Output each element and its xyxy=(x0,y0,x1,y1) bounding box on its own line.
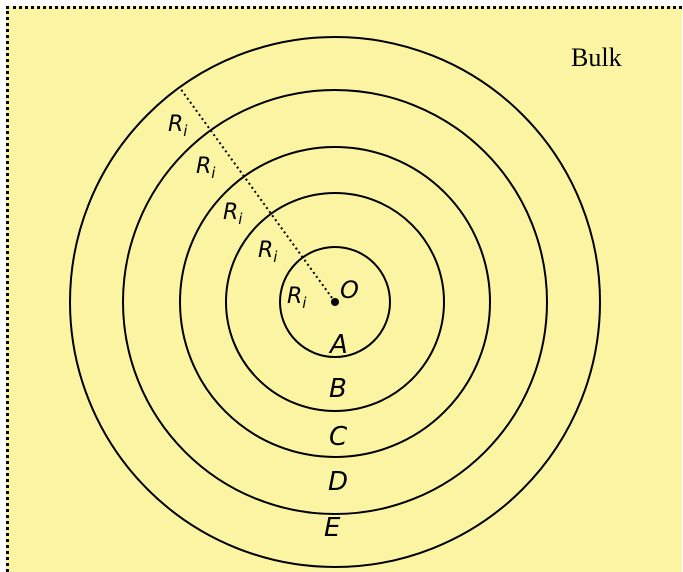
ring-label-d: D xyxy=(328,467,348,497)
shells xyxy=(69,36,601,568)
diagram-frame xyxy=(6,6,682,572)
radius-label-2: Ri xyxy=(258,238,278,266)
bulk-label: Bulk xyxy=(571,43,622,72)
shell-3-boundary xyxy=(179,146,491,458)
radius-label-1: Ri xyxy=(287,284,307,312)
ring-label-b: B xyxy=(329,374,347,404)
shell-5-boundary xyxy=(69,36,601,568)
shell-2-boundary xyxy=(225,192,445,412)
shell-1-boundary xyxy=(279,246,391,358)
center-point xyxy=(331,298,339,306)
radius-label-4: Ri xyxy=(196,154,216,182)
radius-label-5: Ri xyxy=(168,112,188,140)
radius-dotted-line xyxy=(179,87,336,303)
ring-label-e: E xyxy=(324,513,341,543)
center-label: O xyxy=(340,276,359,304)
shell-4-boundary xyxy=(122,89,548,515)
radius-label-3: Ri xyxy=(223,200,243,228)
ring-label-a: A xyxy=(328,330,348,360)
ring-label-c: C xyxy=(329,422,348,452)
